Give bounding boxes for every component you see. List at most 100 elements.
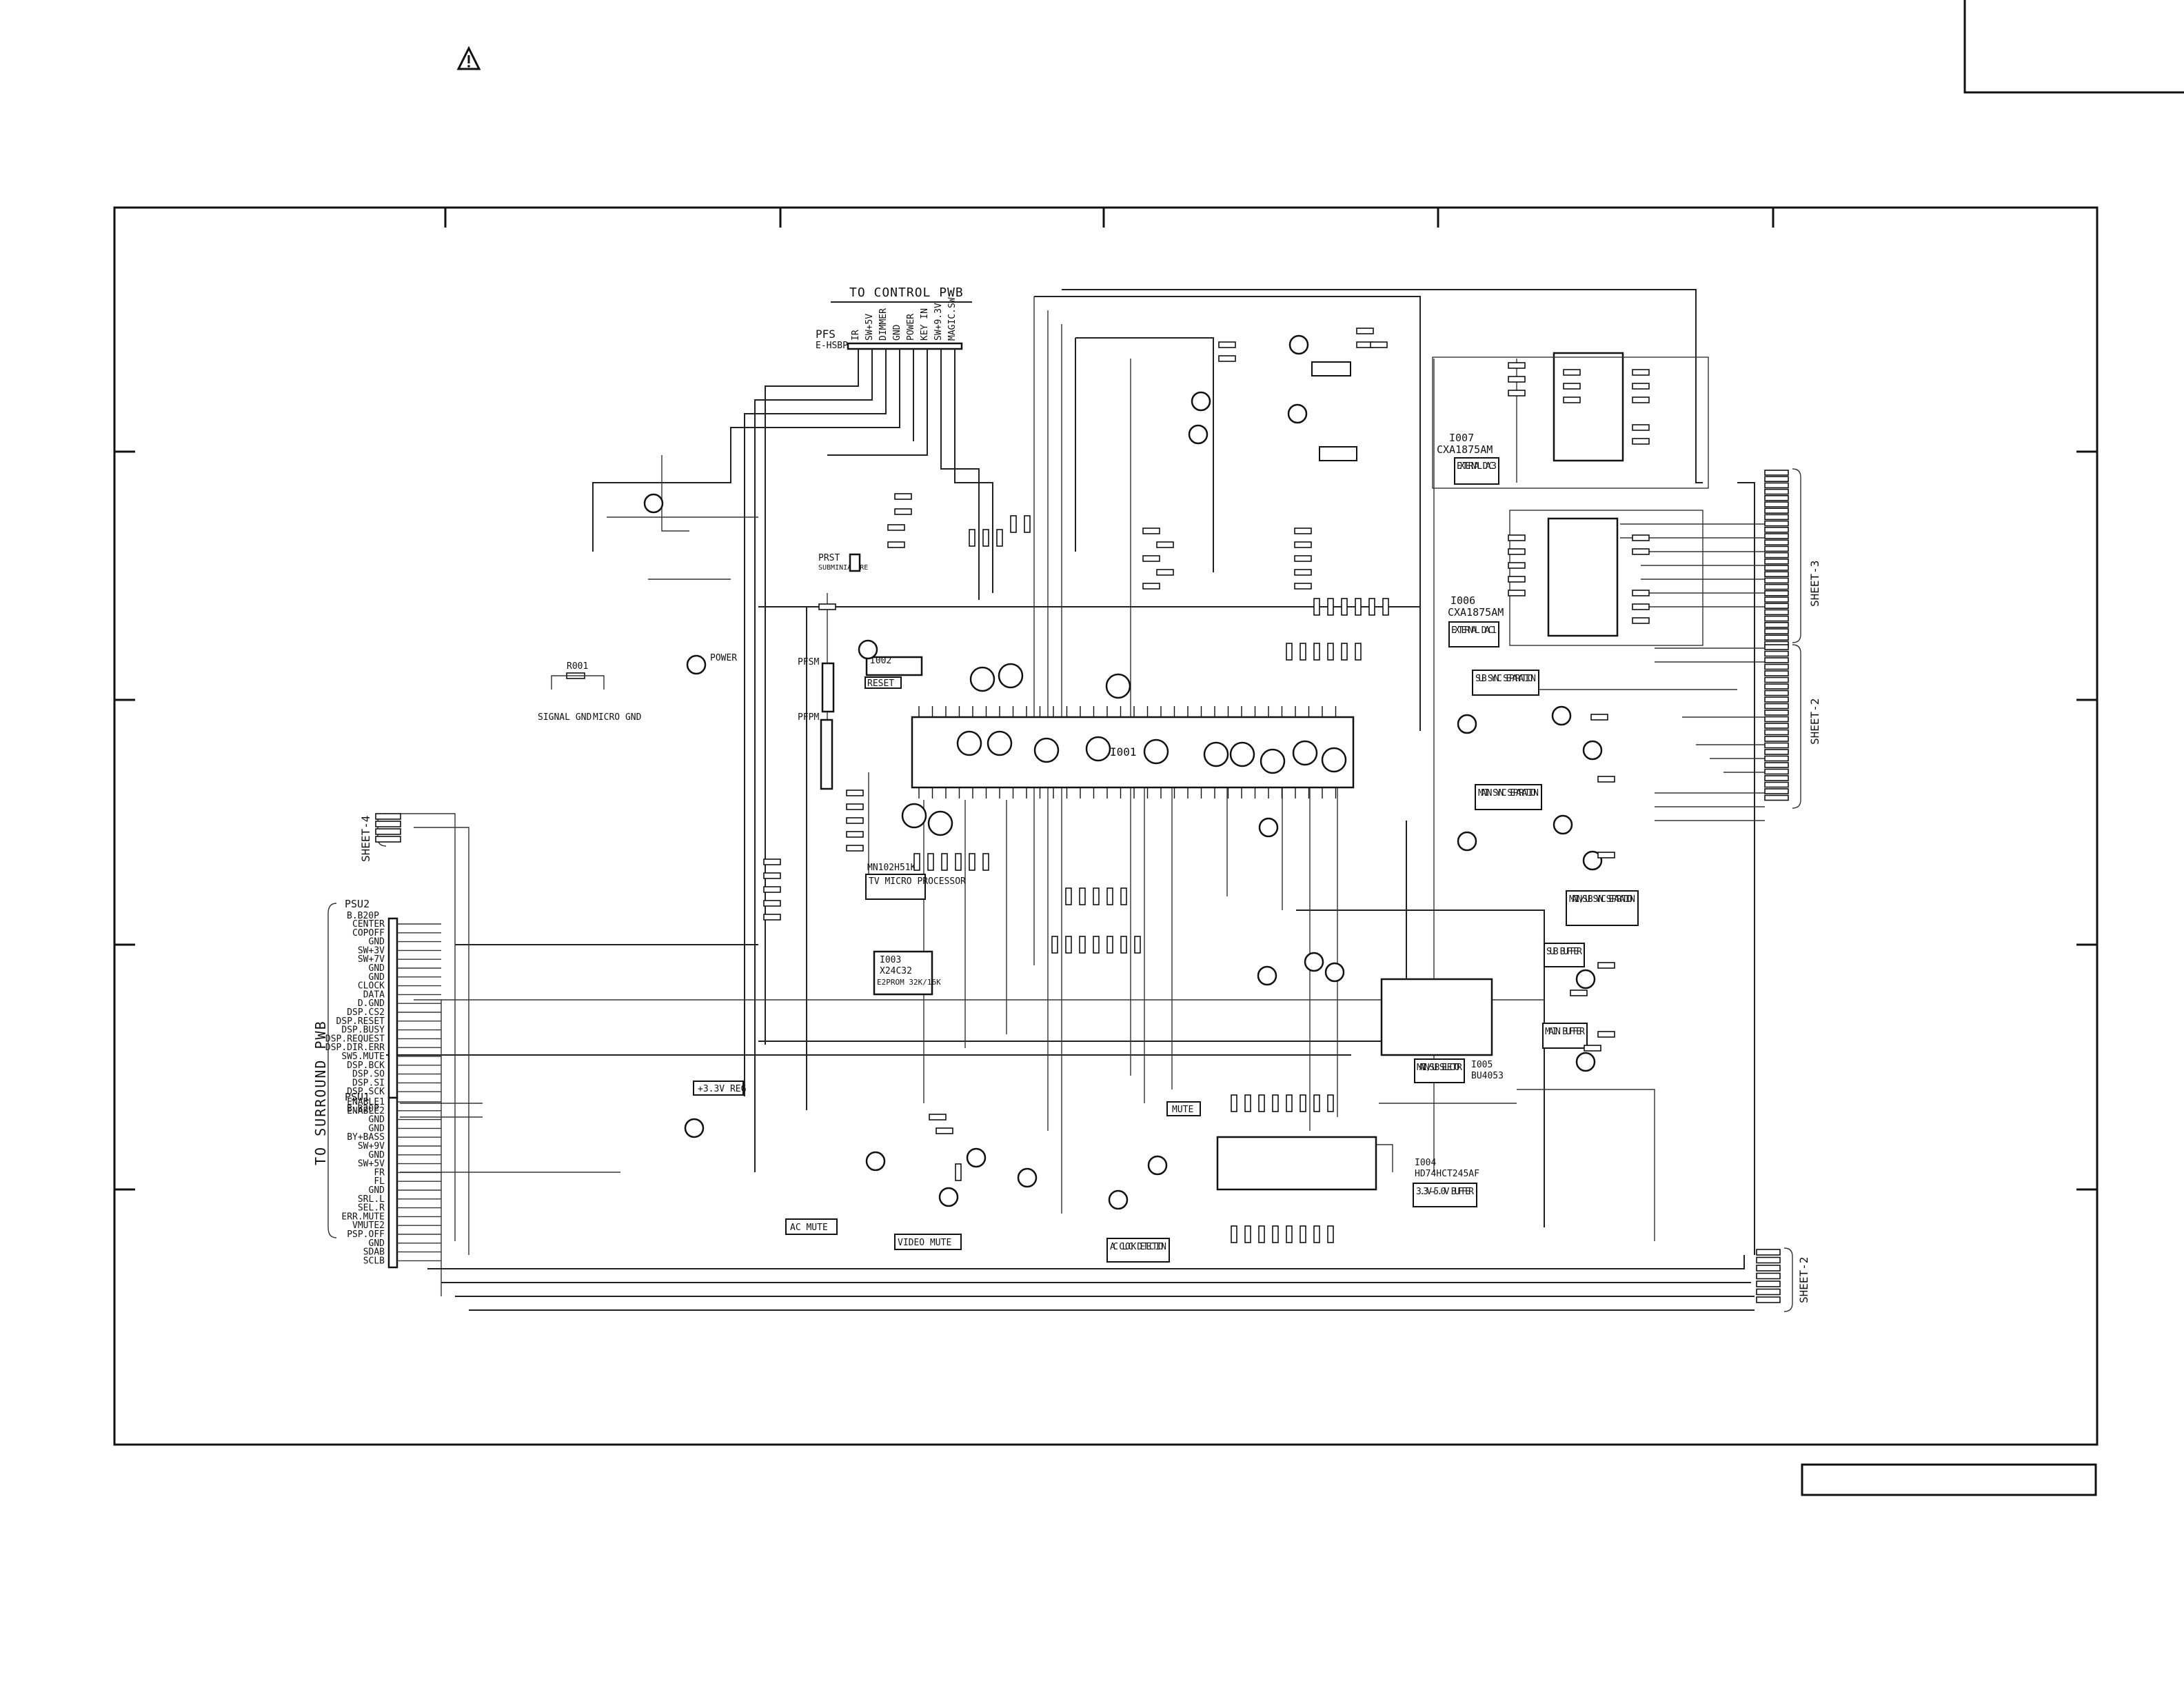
warning-triangle-icon bbox=[456, 46, 481, 70]
i001-test-circles bbox=[901, 663, 1347, 836]
svg-text:SCLB: SCLB bbox=[363, 1256, 385, 1266]
psu2-pin-labels: CENTERCOPOFFGNDSW+3VSW+7VGNDGNDCLOCKDATA… bbox=[325, 919, 441, 1097]
r001-label: R001 bbox=[567, 661, 588, 672]
svg-text:DSP.BCK: DSP.BCK bbox=[347, 1061, 385, 1071]
svg-text:DSP.DIR.ERR: DSP.DIR.ERR bbox=[325, 1043, 385, 1053]
main-buffer-label: MAIN BUFFER bbox=[1545, 1027, 1585, 1037]
power-label: POWER bbox=[710, 653, 737, 663]
prst-label: PRST bbox=[818, 553, 840, 563]
svg-text:GND: GND bbox=[369, 937, 385, 947]
svg-text:SW+9V: SW+9V bbox=[358, 1141, 385, 1152]
svg-text:IR: IR bbox=[851, 330, 861, 341]
psu1-label: PSU1 bbox=[345, 1091, 370, 1103]
svg-text:CENTER: CENTER bbox=[352, 919, 385, 930]
sheet3-ref: SHEET-3 bbox=[1808, 561, 1821, 607]
prst-sub-label: SUBMINIATURE bbox=[818, 564, 868, 572]
pfpm-connector bbox=[820, 719, 833, 790]
main-sync-label: MAIN SYNC SEPARATION bbox=[1478, 788, 1539, 798]
i001-designator: I001 bbox=[1110, 745, 1137, 758]
svg-text:KEY IN: KEY IN bbox=[920, 308, 930, 341]
dac1-label: EXTERNAL DAC1 bbox=[1451, 625, 1497, 636]
dac3-outline bbox=[1432, 356, 1709, 489]
sheet2-ref-top: SHEET-2 bbox=[1808, 699, 1821, 745]
svg-text:PSP.OFF: PSP.OFF bbox=[347, 1229, 385, 1240]
signal-gnd-label: SIGNAL GND bbox=[538, 712, 592, 723]
selector-designator: I005 bbox=[1471, 1060, 1493, 1070]
svg-text:CLOCK: CLOCK bbox=[358, 981, 385, 992]
svg-text:GND: GND bbox=[369, 1185, 385, 1196]
micro-gnd-label: MICRO GND bbox=[593, 712, 642, 723]
mute-label: MUTE bbox=[1172, 1105, 1193, 1115]
buffer-chip bbox=[1216, 1136, 1377, 1191]
sheet2-ref-bottom: SHEET-2 bbox=[1797, 1257, 1810, 1303]
svg-text:DSP.RESET: DSP.RESET bbox=[336, 1016, 385, 1027]
dac3-label: EXTERNAL DAC3 bbox=[1457, 461, 1497, 472]
eeprom-designator: I003 bbox=[880, 955, 901, 965]
svg-text:GND: GND bbox=[369, 1123, 385, 1134]
tv-micro-label: TV MICRO PROCESSOR bbox=[869, 876, 966, 887]
ac-mute-label: AC MUTE bbox=[790, 1223, 828, 1233]
psu1-connector bbox=[387, 1096, 398, 1269]
svg-text:DSP.SI: DSP.SI bbox=[352, 1078, 385, 1088]
ac-clock-label: AC CLOCK DETECTION bbox=[1110, 1242, 1166, 1252]
svg-text:SW+7V: SW+7V bbox=[358, 954, 385, 965]
svg-text:GND: GND bbox=[369, 963, 385, 974]
svg-text:FR: FR bbox=[374, 1167, 385, 1178]
sub-buffer-label: SUB BUFFER bbox=[1546, 947, 1582, 957]
svg-text:POWER: POWER bbox=[906, 314, 916, 341]
eeprom-part: X24C32 bbox=[880, 966, 912, 976]
title-block-corner bbox=[1963, 0, 2184, 94]
svg-text:VMUTE2: VMUTE2 bbox=[352, 1220, 385, 1231]
caption-box bbox=[1801, 1463, 2097, 1496]
psu1-sub: B.B20P bbox=[347, 1104, 379, 1114]
selector-label: MAIN/SUB SELECTOR bbox=[1417, 1063, 1462, 1073]
svg-text:BY+BASS: BY+BASS bbox=[347, 1132, 385, 1143]
svg-text:FL: FL bbox=[374, 1176, 385, 1187]
svg-text:SW+5V: SW+5V bbox=[865, 314, 875, 341]
dac1-chip bbox=[1547, 517, 1619, 637]
buffer-part: HD74HCT245AF bbox=[1415, 1169, 1479, 1179]
svg-text:GND: GND bbox=[369, 1238, 385, 1249]
svg-text:DSP.CS2: DSP.CS2 bbox=[347, 1007, 385, 1018]
reg33-label: +3.3V REG bbox=[698, 1084, 747, 1094]
svg-text:COPOFF: COPOFF bbox=[352, 928, 385, 938]
main-sub-sync-label: MAIN/SUB SYNC SEPARATION bbox=[1569, 894, 1635, 905]
control-pin-labels: IR SW+5V DIMMER GND POWER KEY IN SW+9.3V… bbox=[851, 297, 958, 341]
psu2-sub: B.B20P bbox=[347, 911, 379, 921]
i001-pins bbox=[918, 706, 1337, 798]
buffer-label: 3.3V→5.0V BUFFER bbox=[1416, 1187, 1474, 1197]
eeprom-chip bbox=[873, 950, 933, 996]
svg-text:ENABLE1: ENABLE1 bbox=[347, 1097, 385, 1107]
psu2-label: PSU2 bbox=[345, 898, 370, 910]
surround-pwb-title: TO SURROUND PWB bbox=[312, 1020, 329, 1165]
resistor-network bbox=[763, 328, 1650, 1243]
selector-part: BU4053 bbox=[1471, 1071, 1504, 1081]
pfs-connector bbox=[847, 342, 963, 350]
pfs-connector-sub: E-HSBP bbox=[816, 341, 848, 351]
sheet-connector-pads bbox=[375, 470, 1789, 1303]
svg-text:DSP.SO: DSP.SO bbox=[352, 1069, 385, 1080]
svg-text:DSP.BUSY: DSP.BUSY bbox=[341, 1025, 385, 1036]
psu1-pin-labels: ENABLE1ENABLE2GNDGNDBY+BASSSW+9VGNDSW+5V… bbox=[341, 1097, 441, 1266]
eeprom-label: E2PROM 32K/16K bbox=[877, 978, 941, 987]
drawing-frame bbox=[113, 206, 2099, 1446]
svg-text:SW+3V: SW+3V bbox=[358, 945, 385, 956]
pfs-connector-label: PFS bbox=[816, 328, 836, 341]
reset-label: RESET bbox=[867, 679, 894, 689]
svg-text:GND: GND bbox=[369, 1150, 385, 1160]
sheet4-ref: SHEET-4 bbox=[359, 816, 372, 862]
reset-designator: I002 bbox=[870, 656, 891, 666]
video-mute-label: VIDEO MUTE bbox=[898, 1238, 951, 1248]
transistor-group bbox=[643, 334, 1603, 1210]
buffer-designator: I004 bbox=[1415, 1158, 1436, 1168]
pfsm-label: PFSM bbox=[798, 657, 819, 667]
svg-text:SW+9.3V: SW+9.3V bbox=[933, 303, 944, 341]
control-pwb-title: TO CONTROL PWB bbox=[849, 285, 964, 300]
svg-text:SW+5V: SW+5V bbox=[358, 1159, 385, 1169]
svg-text:GND: GND bbox=[369, 1115, 385, 1125]
pfpm-label: PFPM bbox=[798, 712, 819, 723]
dac1-part: CXA1875AM bbox=[1448, 606, 1504, 619]
svg-text:DATA: DATA bbox=[363, 989, 385, 1000]
svg-text:ERR.MUTE: ERR.MUTE bbox=[341, 1212, 385, 1222]
